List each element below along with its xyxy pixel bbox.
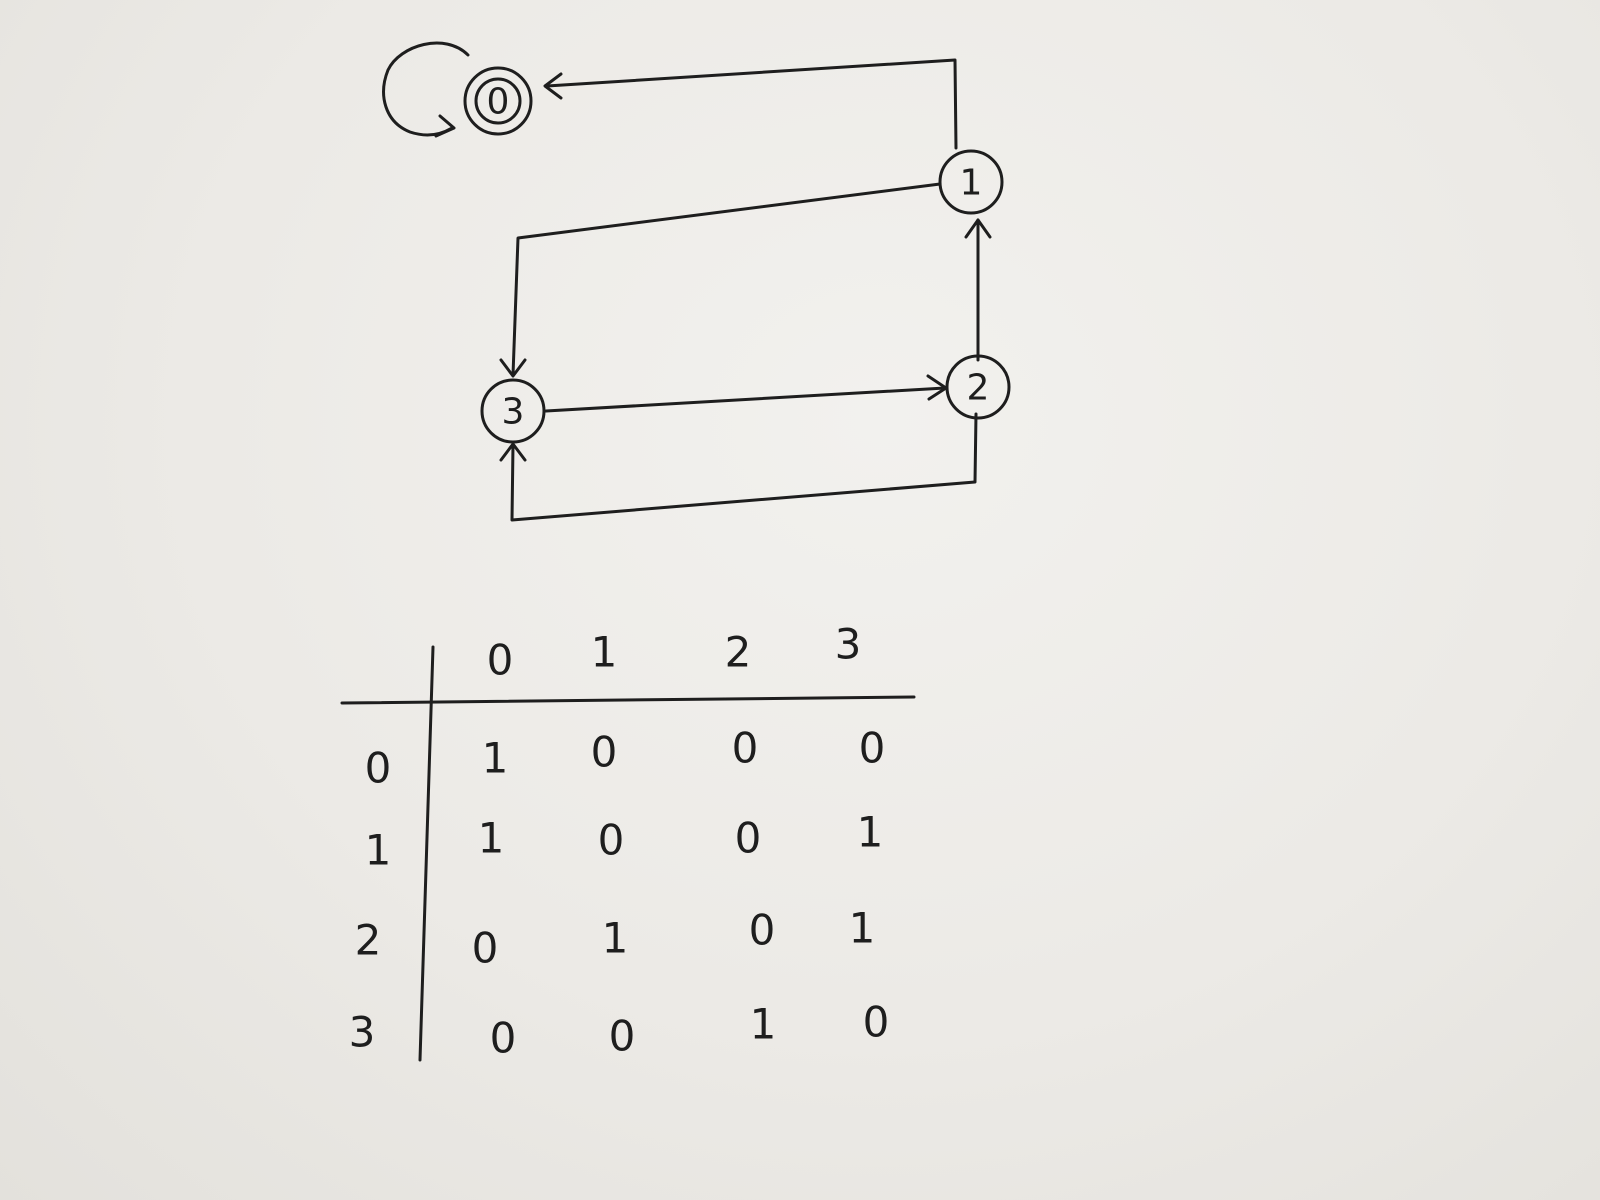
matrix-cell: 0 xyxy=(732,724,759,773)
col-header: 1 xyxy=(591,628,618,677)
col-header: 3 xyxy=(835,620,862,669)
matrix-cell: 1 xyxy=(602,914,629,963)
node-1: 1 xyxy=(938,149,1004,215)
matrix-cell: 1 xyxy=(750,1000,777,1049)
row-header: 0 xyxy=(365,744,392,793)
node-3: 3 xyxy=(480,378,546,444)
row-header: 1 xyxy=(365,826,392,875)
matrix-cell: 1 xyxy=(849,904,876,953)
edge-1-to-0 xyxy=(543,58,958,150)
node-1-label: 1 xyxy=(960,163,983,204)
matrix-cell: 0 xyxy=(609,1012,636,1061)
matrix-cell: 0 xyxy=(472,924,499,973)
matrix-cell: 1 xyxy=(478,814,505,863)
matrix-cell: 0 xyxy=(735,814,762,863)
matrix-cell: 0 xyxy=(749,906,776,955)
adjacency-matrix: 0 1 2 3 0 1 2 3 1 0 0 0 1 0 0 1 0 1 0 1 … xyxy=(340,620,916,1063)
row-header: 2 xyxy=(355,916,382,965)
matrix-row-rule xyxy=(418,645,435,1062)
matrix-cell: 0 xyxy=(490,1014,517,1063)
edge-2-to-3 xyxy=(499,412,978,522)
edge-3-to-2 xyxy=(544,374,948,413)
col-header: 2 xyxy=(725,628,752,677)
edge-0-to-0 xyxy=(382,41,470,138)
edge-2-to-1 xyxy=(964,218,992,362)
state-graph: 0 1 2 3 xyxy=(382,41,1011,522)
matrix-cell: 0 xyxy=(598,816,625,865)
matrix-cell: 0 xyxy=(591,728,618,777)
matrix-cell: 0 xyxy=(859,724,886,773)
matrix-header-rule xyxy=(340,695,916,705)
matrix-cell: 1 xyxy=(482,734,509,783)
node-3-label: 3 xyxy=(502,392,525,433)
node-2-label: 2 xyxy=(967,368,990,409)
row-header: 3 xyxy=(349,1008,376,1057)
matrix-cell: 1 xyxy=(857,808,884,857)
edge-1-to-3 xyxy=(499,182,942,378)
node-0: 0 xyxy=(463,66,533,136)
node-0-label: 0 xyxy=(487,82,510,123)
node-2: 2 xyxy=(945,354,1011,420)
col-header: 0 xyxy=(487,636,514,685)
matrix-cell: 0 xyxy=(863,998,890,1047)
